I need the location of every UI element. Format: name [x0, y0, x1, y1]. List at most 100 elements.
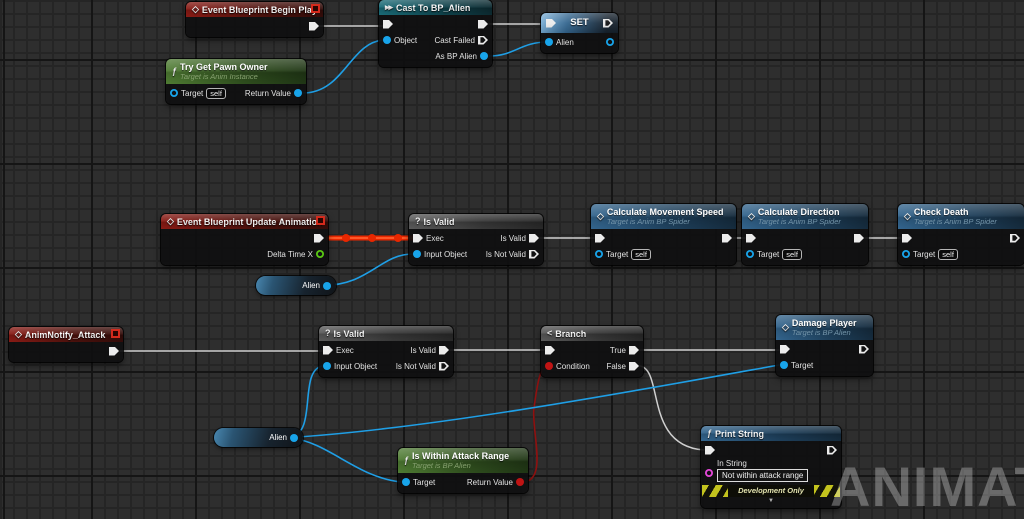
exec-pin[interactable] [314, 234, 324, 243]
object-pin[interactable] [595, 250, 603, 258]
collapse-arrow-icon[interactable]: ▼ [768, 498, 774, 504]
exec-pin[interactable] [545, 346, 555, 355]
object-pin[interactable] [480, 52, 488, 60]
exec-pin-group[interactable] [722, 234, 732, 243]
exec-pin-group[interactable] [309, 22, 319, 31]
data-pin-group-input-object[interactable]: Input Object [413, 250, 467, 259]
float-pin[interactable] [316, 250, 324, 258]
bool-pin[interactable] [545, 362, 553, 370]
object-pin[interactable] [902, 250, 910, 258]
object-pin[interactable] [780, 361, 788, 369]
exec-pin-group[interactable] [478, 20, 488, 29]
delegate-pin[interactable] [111, 329, 120, 338]
default-value-box[interactable]: self [206, 87, 226, 99]
default-value-box[interactable]: self [631, 248, 651, 260]
exec-pin-group-exec[interactable]: Exec [413, 234, 444, 243]
exec-pin[interactable] [629, 346, 639, 355]
exec-pin[interactable] [603, 19, 613, 28]
exec-pin[interactable] [478, 20, 488, 29]
node-event-begin-play[interactable]: ◇Event Blueprint Begin Play [186, 2, 323, 37]
data-pin-group-object[interactable]: Object [383, 36, 417, 45]
delegate-pin[interactable] [316, 216, 325, 225]
default-value-box[interactable]: self [938, 248, 958, 260]
exec-pin[interactable] [595, 234, 605, 243]
string-input-box[interactable]: Not within attack range [717, 469, 809, 482]
object-pin[interactable] [383, 36, 391, 44]
delegate-pin[interactable] [311, 4, 320, 13]
exec-pin-group[interactable] [854, 234, 864, 243]
exec-pin[interactable] [902, 234, 912, 243]
exec-pin-group-true[interactable]: True [610, 346, 639, 355]
exec-pin[interactable] [827, 446, 837, 455]
default-value-box[interactable]: self [782, 248, 802, 260]
data-pin-group-return-value[interactable]: Return Value [467, 478, 524, 487]
object-pin[interactable] [294, 89, 302, 97]
exec-pin-group[interactable] [314, 234, 324, 243]
data-pin-group-as-bp-alien[interactable]: As BP Alien [435, 52, 488, 61]
exec-pin-group[interactable] [383, 20, 393, 29]
node-animnotify-attack[interactable]: ◇AnimNotify_Attack [9, 327, 123, 362]
exec-pin[interactable] [1010, 234, 1020, 243]
data-pin-group[interactable] [606, 38, 614, 46]
exec-pin-group[interactable] [746, 234, 756, 243]
bool-pin[interactable] [516, 478, 524, 486]
exec-pin[interactable] [854, 234, 864, 243]
exec-pin-group-cast-failed[interactable]: Cast Failed [435, 36, 488, 45]
object-pin[interactable] [323, 281, 331, 290]
exec-pin[interactable] [109, 347, 119, 356]
object-pin[interactable] [170, 89, 178, 97]
exec-pin[interactable] [323, 346, 333, 355]
data-pin-group-return-value[interactable]: Return Value [245, 89, 302, 98]
object-pin[interactable] [746, 250, 754, 258]
exec-pin[interactable] [859, 345, 869, 354]
exec-pin[interactable] [529, 250, 539, 259]
exec-pin-group-is-valid[interactable]: Is Valid [410, 346, 449, 355]
object-pin[interactable] [323, 362, 331, 370]
exec-pin[interactable] [439, 346, 449, 355]
exec-pin-group[interactable] [827, 446, 837, 455]
object-pin[interactable] [290, 433, 298, 442]
exec-pin[interactable] [478, 36, 488, 45]
data-pin-group-target[interactable]: Target [402, 478, 435, 487]
exec-pin[interactable] [780, 345, 790, 354]
data-pin-group-input-object[interactable]: Input Object [323, 362, 377, 371]
exec-pin[interactable] [546, 19, 556, 28]
exec-pin-group[interactable] [545, 346, 555, 355]
exec-pin-group-is-not-valid[interactable]: Is Not Valid [396, 362, 449, 371]
exec-pin-group[interactable] [595, 234, 605, 243]
string-pin[interactable] [705, 469, 713, 477]
exec-pin[interactable] [705, 446, 715, 455]
exec-pin-group[interactable] [705, 446, 715, 455]
exec-pin-group[interactable] [859, 345, 869, 354]
exec-pin[interactable] [413, 234, 423, 243]
exec-pin[interactable] [722, 234, 732, 243]
exec-pin[interactable] [439, 362, 449, 371]
object-pin[interactable] [413, 250, 421, 258]
exec-pin-group-is-not-valid[interactable]: Is Not Valid [486, 250, 539, 259]
exec-pin-group[interactable] [1010, 234, 1020, 243]
exec-pin-group-is-valid[interactable]: Is Valid [500, 234, 539, 243]
exec-pin-group-false[interactable]: False [606, 362, 639, 371]
object-pin[interactable] [545, 38, 553, 46]
data-pin-group-delta-time-x[interactable]: Delta Time X [267, 250, 324, 259]
exec-pin-group-exec[interactable]: Exec [323, 346, 354, 355]
data-pin-group-condition[interactable]: Condition [545, 362, 590, 371]
